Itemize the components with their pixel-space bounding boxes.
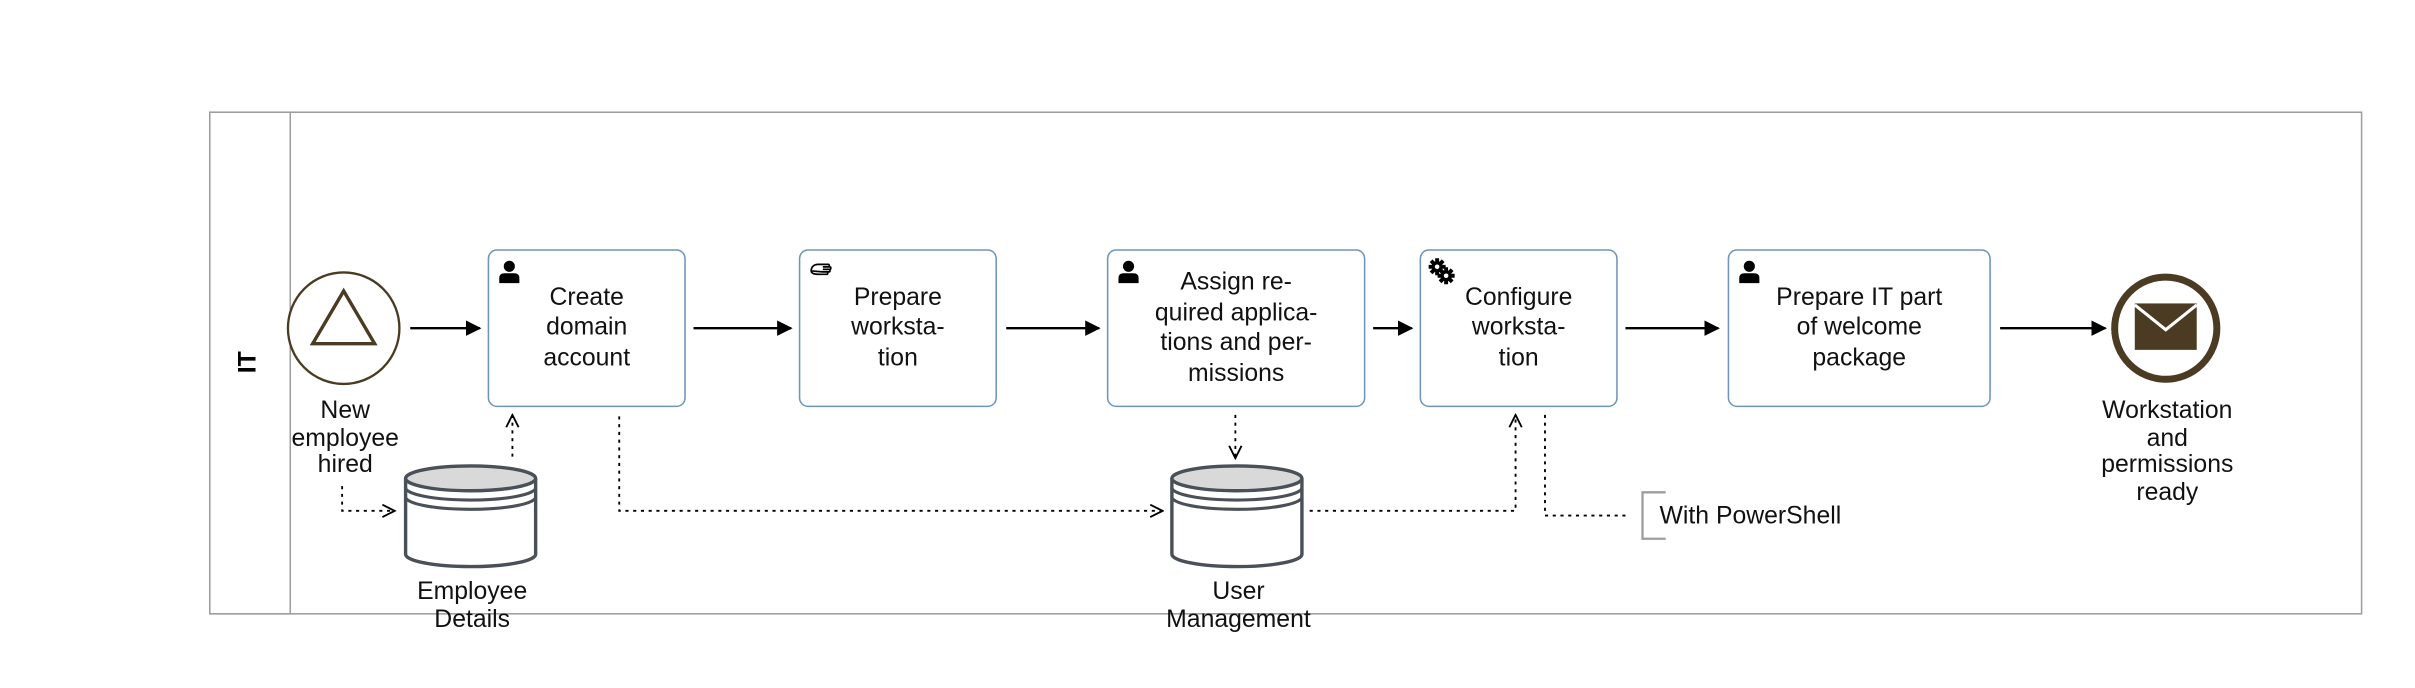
end-event[interactable] — [2111, 273, 2221, 383]
task-label: Assign re- quired applica- tions and per… — [1154, 269, 1318, 387]
task-label: Create domain account — [543, 284, 631, 372]
database-icon — [403, 464, 538, 569]
data-store-employee-details[interactable] — [403, 464, 538, 569]
data-store-label-user-management: User Management — [1166, 578, 1311, 633]
envelope-icon — [2133, 303, 2198, 350]
task-prepare-welcome-package[interactable]: Prepare IT part of welcome package — [1727, 249, 1991, 408]
hand-icon — [810, 263, 832, 276]
task-prepare-workstation[interactable]: Prepare worksta- tion — [798, 249, 997, 408]
start-event[interactable] — [286, 271, 401, 386]
task-assign-applications-permissions[interactable]: Assign re- quired applica- tions and per… — [1106, 249, 1366, 408]
user-icon — [1118, 260, 1139, 284]
data-association-start-to-employee-details[interactable] — [341, 486, 395, 511]
task-configure-workstation[interactable]: Configure worksta- tion — [1419, 249, 1618, 408]
annotation-text[interactable]: With PowerShell — [1659, 503, 1842, 530]
gear-icon — [1428, 258, 1455, 285]
annotation-bracket — [1641, 491, 1666, 540]
task-label: Prepare worksta- tion — [851, 284, 945, 372]
task-label: Configure worksta- tion — [1464, 284, 1573, 372]
association-configure-to-annotation[interactable] — [1544, 414, 1629, 517]
task-label: Prepare IT part of welcome package — [1776, 284, 1943, 372]
user-icon — [499, 260, 520, 284]
start-event-label: New employee hired — [291, 397, 399, 479]
task-create-domain-account[interactable]: Create domain account — [487, 249, 686, 408]
data-store-label-employee-details: Employee Details — [417, 578, 528, 633]
end-event-label: Workstation and permissions ready — [2101, 397, 2234, 506]
user-icon — [1739, 260, 1760, 284]
data-association-user-management-to-configure[interactable] — [1309, 415, 1516, 512]
data-store-user-management[interactable] — [1170, 464, 1304, 569]
data-association-create-to-user-management[interactable] — [618, 416, 1162, 510]
triangle-signal-icon — [309, 287, 378, 346]
database-icon — [1170, 464, 1304, 569]
lane-header — [208, 111, 292, 615]
